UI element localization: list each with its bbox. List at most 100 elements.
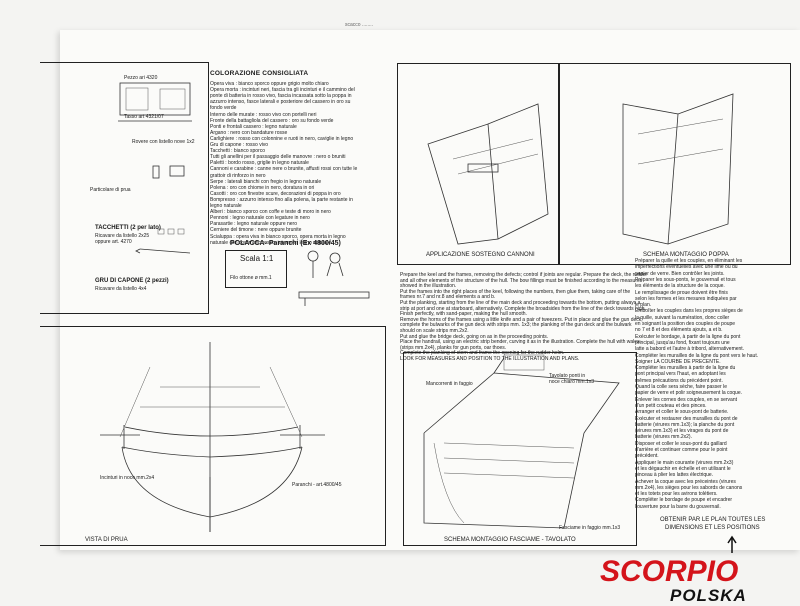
text-line: Paletti : bordo rosso, griglie in legno …: [210, 160, 309, 167]
instruction-sheet: scacco ........ Pezzo ari 4320 Tasso art…: [40, 22, 800, 553]
text-line: Préparer les sous-ponts, le gouvernail e…: [635, 276, 736, 283]
text-line: Compléter les murailles à partir de la l…: [635, 365, 736, 372]
text-line: la quille, suivant la numération, donc c…: [635, 314, 730, 321]
fr-footer-1: OBTENIR PAR LE PLAN TOUTES LES: [660, 517, 766, 523]
fig1-caption3: Rovere con listello nove 1x2: [132, 139, 195, 145]
text-line: mm.2x4), les sièges pour les sabords de …: [635, 484, 743, 491]
text-line: et les totets pour les avirons tolétiers…: [635, 491, 718, 498]
text-line: Interno delle murate : rosso vivo con po…: [210, 111, 317, 118]
text-line: selon les formes et les mesures indiquée…: [635, 295, 737, 302]
text-line: Scialuppa : opera viva in bianco sporco,…: [210, 233, 346, 240]
tacchetti-title: TACCHETTI (2 per lato): [95, 225, 161, 231]
text-line: Opera morta : incinturi neri, fascia tra…: [210, 87, 355, 94]
text-line: Polena : oro con chiome in nero, doratur…: [210, 184, 315, 191]
logo-polska: POLSKA: [670, 586, 747, 605]
fasciame-sketch: [423, 354, 620, 529]
fasciame-label: Fasciame in faggio mm.1x3: [559, 525, 621, 531]
fasciame-panel: Mancorrenti in faggio Tavolato ponti in …: [403, 352, 637, 546]
header-fragment: scacco ........: [345, 22, 374, 28]
text-line: Bompresso : azzurro intenso fino alla po…: [210, 196, 353, 203]
tavolato-label: Tavolato ponti in: [549, 373, 586, 379]
text-line: Gru di capone : rosso vivo: [210, 142, 269, 148]
text-line: en soignant la position des couples de p…: [635, 321, 736, 327]
text-line: Exécuter et restaurer des murailles du p…: [635, 415, 738, 422]
fr-footer-2: DIMENSIONS ET LES POSITIONS: [665, 525, 760, 531]
gru-title: GRU DI CAPONE (2 pezzi): [95, 278, 169, 284]
text-line: d'arrière et continuer comme pour le poi…: [635, 447, 728, 453]
text-line: les éléments de la structure de la coque…: [635, 283, 725, 290]
text-line: Soigner LA COURBE DE PRECENTE.: [635, 358, 721, 365]
mancorrenti-label: Mancorrenti in faggio: [426, 381, 473, 387]
applicazione-title: APPLICAZIONE SOSTEGNO CANNONI: [426, 252, 535, 258]
text-line: Parasartie : legno naturale oppure nero: [210, 221, 298, 228]
text-line: Exécuter le bordage, à partir de la lign…: [635, 333, 741, 340]
text-line: Tutti gli anellini per il passaggio dell…: [210, 154, 346, 161]
text-line: latte a babord et l'autre à tribord, alt…: [635, 346, 745, 353]
text-line: Préparer la quille et les couples, en él…: [635, 258, 743, 264]
paranchi-sketch: [298, 250, 370, 306]
text-line: batterie (virures mm.2x2).: [635, 434, 692, 441]
text-line: Remove the horns of the frames using a l…: [400, 316, 643, 323]
text-line: Arranger et coller le sous-pont de batte…: [635, 409, 729, 416]
text-line: strip at port and one at starboard, alte…: [400, 305, 646, 312]
text-line: imperfections éventuelles avec une lime …: [635, 264, 738, 271]
text-line: Compléter le bordage de poupe et encadre…: [635, 497, 733, 504]
text-line: Cannoni e carabine : canne nere o brunit…: [210, 166, 358, 173]
paranchi-label: Paranchi - art.4800/45: [292, 482, 342, 488]
fig1-caption2: Tasso art 4321/07: [124, 114, 164, 120]
text-line: Put and glue the bridge deck, going on a…: [400, 333, 549, 340]
text-line: Put the planking, starting from the line…: [400, 300, 641, 306]
text-line: principal, jusqu'au fond, fixant toujour…: [635, 339, 730, 346]
scala-label: Scala 1:1: [240, 254, 274, 263]
arrow-up-icon: [727, 535, 737, 553]
text-line: précédent.: [635, 453, 659, 460]
text-line: frames nr.7 and nr.8 and elements a and …: [400, 294, 496, 301]
text-line: Achever la coque avec les préceintes (vi…: [635, 478, 736, 485]
text-line: showed in the illustration.: [400, 283, 457, 290]
text-line: Ponti e frontali cassero : legno natural…: [210, 123, 297, 130]
text-line: legno naturale: [210, 203, 242, 209]
text-line: Complete the planking of stern and frame…: [400, 350, 565, 357]
text-line: and all other elements of the structure …: [400, 277, 643, 284]
text-line: le plan.: [635, 302, 652, 309]
panel-divider: [558, 64, 560, 264]
text-line: Opera viva : bianco sporco oppure grigio…: [210, 81, 329, 87]
text-line: Prepare the keel and the frames, removin…: [400, 272, 648, 278]
colorazione-heading: COLORAZIONE CONSIGLIATA: [210, 70, 309, 77]
tacchetti-sub2: oppure art. 4270: [95, 239, 132, 245]
text-line: Cerniere del timone : nere oppure brunit…: [210, 227, 302, 234]
text-line: naturale con corrimano rosso, interno in…: [210, 239, 332, 246]
text-line: Enlever les cornes des couples, en se se…: [635, 396, 737, 403]
fig1-caption1: Pezzo ari 4320: [124, 75, 158, 81]
text-line: mêmes précautions du précédent point.: [635, 377, 723, 384]
tacchetti-sub1: Ricavare da listello 2x25: [95, 233, 150, 239]
filo-label: Filo ottone ø mm.1: [230, 275, 272, 281]
polacca-title: POLACCA- Paranchi (Ex 4800/45): [230, 240, 341, 247]
text-line: fondo verde: [210, 105, 237, 112]
text-line: pont principal vers l'haut, en adoptant …: [635, 371, 726, 378]
text-line: LOOK FOR MEASURES AND POSITION TO THE IL…: [400, 356, 580, 362]
text-line: l'ouverture pour la barre du gouvernail.: [635, 503, 721, 510]
text-line: Put the frames into the right places of …: [400, 288, 631, 295]
text-line: Place the handrail, using an electric st…: [400, 339, 640, 346]
text-line: papier de verre. Bien contrôler les join…: [635, 270, 725, 277]
schema-fasciame-title: SCHEMA MONTAGGIO FASCIAME - TAVOLATO: [444, 537, 576, 543]
text-line: Pennoni : legno naturale con legature in…: [210, 215, 310, 222]
text-line: (strips mm.2x4), planks for gun ports, o…: [400, 344, 507, 351]
text-line: Finish perfectly, with sand-paper, makin…: [400, 311, 527, 318]
left-top-panel: Pezzo ari 4320 Tasso art 4321/07 Rovere …: [40, 62, 209, 314]
logo-scorpio: SCORPIO: [600, 555, 739, 588]
text-line: should on scale strips mm.2x2.: [400, 328, 469, 334]
text-line: Disposer et coller le sous-pont du gaill…: [635, 440, 727, 447]
text-line: Casotti : oro con finestre scure, decora…: [210, 190, 341, 197]
parts-sketch: [118, 82, 192, 254]
text-line: Quand la colle sera sèche, faire passer …: [635, 384, 727, 390]
tavolato-label2: noce chiaro mm.1x3: [549, 379, 595, 385]
text-line: grattoir di rinforzo in nero: [210, 172, 266, 179]
particolare-label: Particolare di prua: [90, 187, 131, 193]
text-line: Appliquer le main courante (virures mm.2…: [635, 459, 734, 466]
text-line: ponte di batteria in rosso vivo, fascia …: [210, 93, 352, 100]
text-line: complete the bulwarks of the gun deck wi…: [400, 322, 632, 329]
scorpio-logo: SCORPIO POLSKA: [600, 555, 746, 605]
vista-prua-title: VISTA DI PRUA: [85, 537, 128, 543]
